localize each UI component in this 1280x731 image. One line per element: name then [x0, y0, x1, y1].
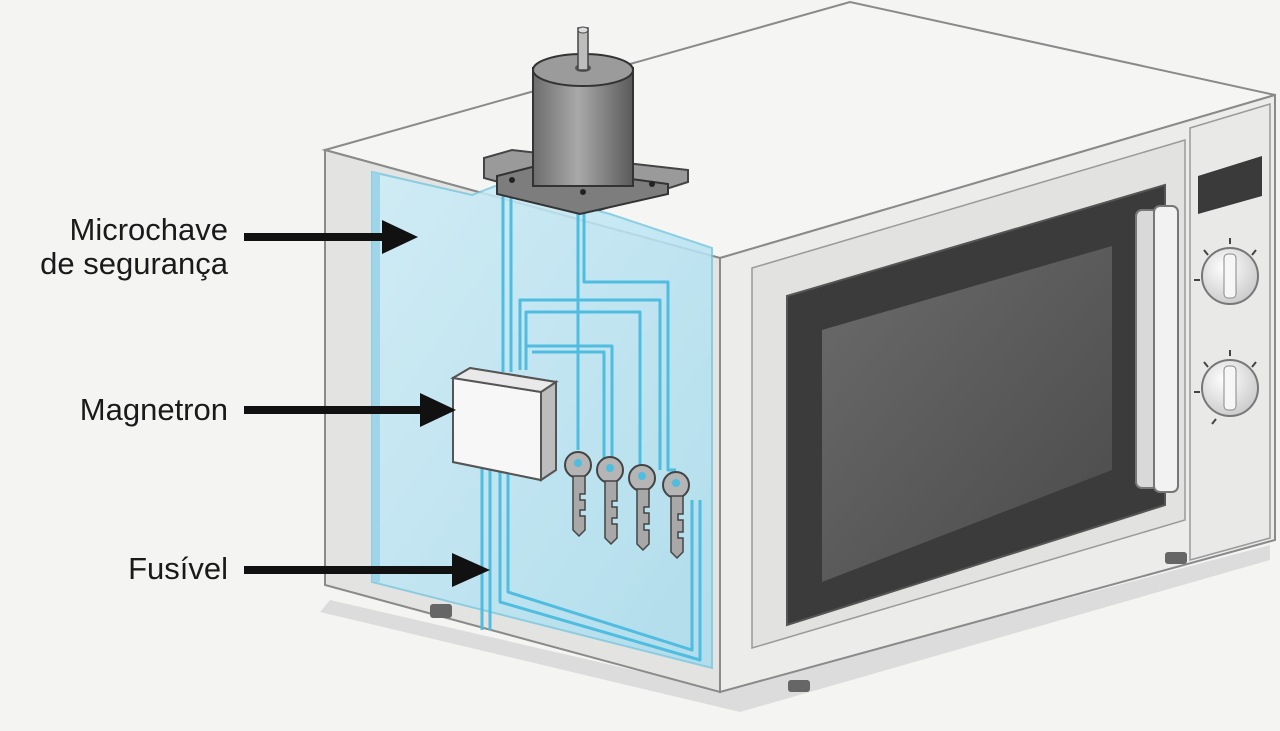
label-magnetron: Magnetron	[80, 393, 228, 427]
label-fusivel: Fusível	[128, 552, 228, 586]
label-microchave-line1: Microchave	[69, 212, 229, 247]
key-icon	[596, 456, 624, 546]
arrow-icon	[244, 393, 456, 427]
key-icon	[628, 464, 656, 552]
wiring	[480, 188, 702, 662]
knob-icon	[1194, 350, 1259, 425]
key-icon	[662, 471, 690, 560]
magnetron-box	[450, 366, 559, 482]
floor-shadow	[320, 545, 1270, 712]
motor-icon	[483, 26, 689, 216]
label-microchave: Microchave de segurança	[40, 213, 228, 281]
arrow-icon	[244, 220, 418, 254]
label-fusivel-text: Fusível	[128, 551, 228, 586]
arrow-icon	[244, 553, 490, 587]
label-magnetron-text: Magnetron	[79, 392, 228, 427]
key-icon	[564, 451, 592, 538]
door-handle	[1135, 205, 1179, 493]
label-microchave-line2: de segurança	[40, 246, 228, 281]
knob-icon	[1194, 238, 1259, 305]
